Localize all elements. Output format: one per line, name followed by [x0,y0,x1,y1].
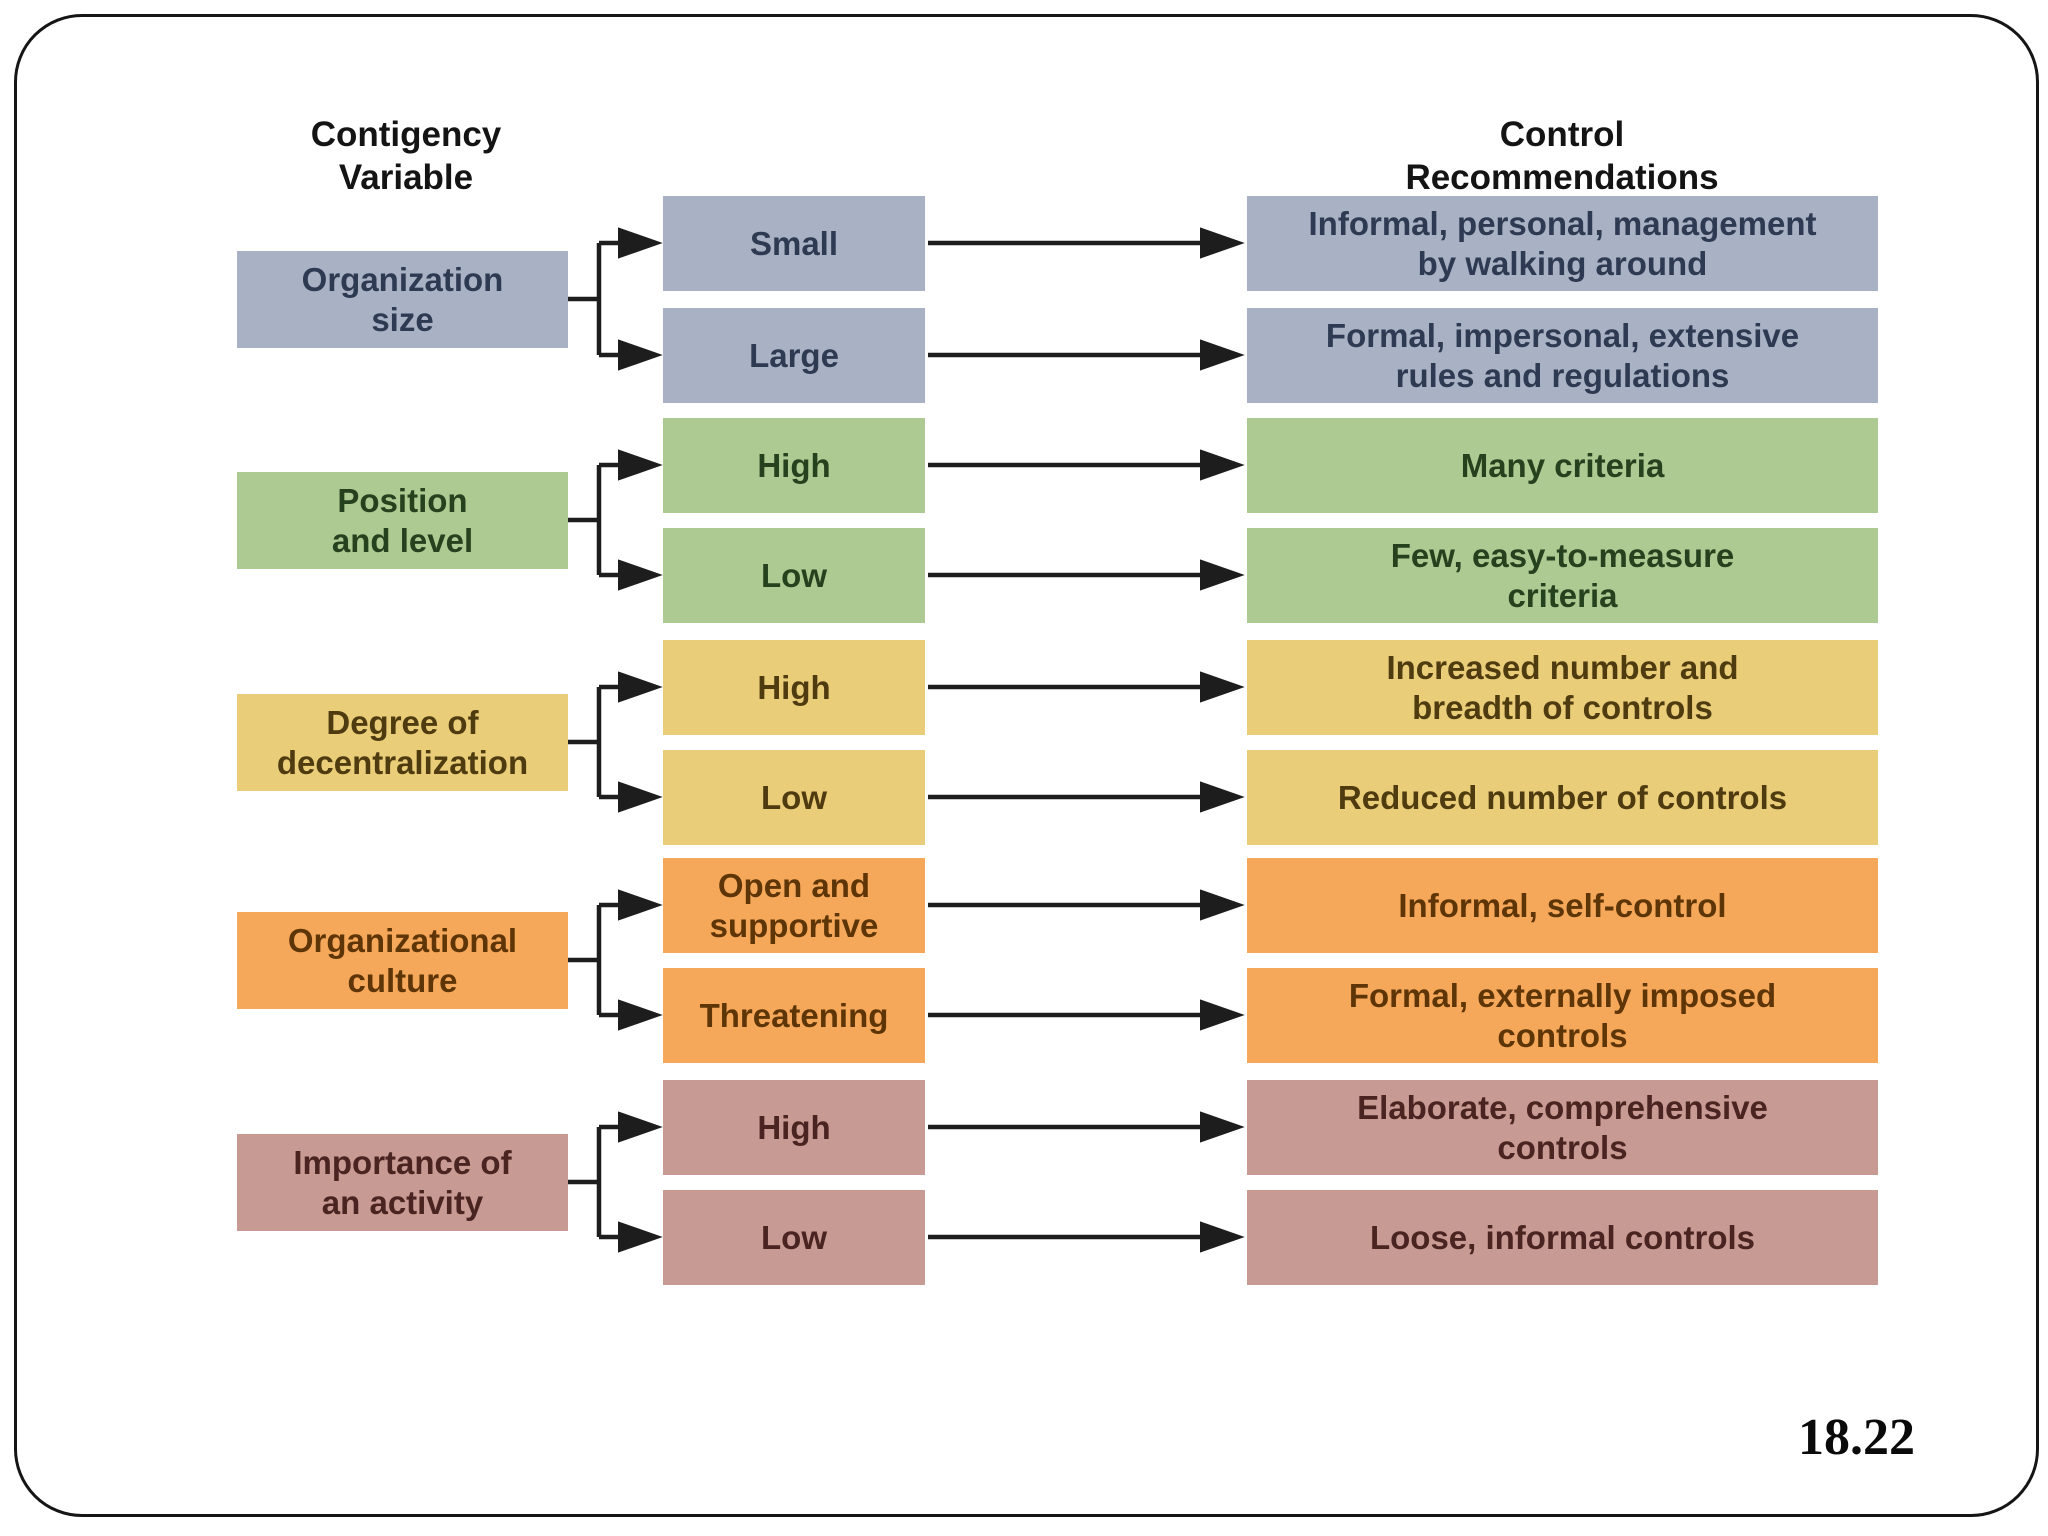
recommendation-box: Loose, informal controls [1247,1190,1878,1285]
recommendation-box: Informal, personal, management by walkin… [1247,196,1878,291]
recommendation-box: Formal, externally imposed controls [1247,968,1878,1063]
condition-box: High [663,640,925,735]
slide-number: 18.22 [1798,1409,1915,1466]
recommendation-box: Many criteria [1247,418,1878,513]
recommendation-box: Few, easy-to-measure criteria [1247,528,1878,623]
variable-box: Degree of decentralization [237,694,568,791]
condition-box: Small [663,196,925,291]
recommendations-column-header: Control Recommendations [1405,115,1719,197]
variable-box: Organizational culture [237,912,568,1009]
recommendation-box: Increased number and breadth of controls [1247,640,1878,735]
variable-box: Organization size [237,251,568,348]
variable-box: Importance of an activity [237,1134,568,1231]
variable-box: Position and level [237,472,568,569]
condition-box: Open and supportive [663,858,925,953]
condition-box: High [663,418,925,513]
condition-box: Large [663,308,925,403]
condition-box: Low [663,750,925,845]
condition-box: High [663,1080,925,1175]
recommendation-box: Reduced number of controls [1247,750,1878,845]
recommendation-box: Formal, impersonal, extensive rules and … [1247,308,1878,403]
slide-border [14,14,2039,1517]
condition-box: Threatening [663,968,925,1063]
condition-box: Low [663,528,925,623]
recommendation-box: Elaborate, comprehensive controls [1247,1080,1878,1175]
recommendation-box: Informal, self-control [1247,858,1878,953]
condition-box: Low [663,1190,925,1285]
variable-column-header: Contigency Variable [310,115,502,197]
